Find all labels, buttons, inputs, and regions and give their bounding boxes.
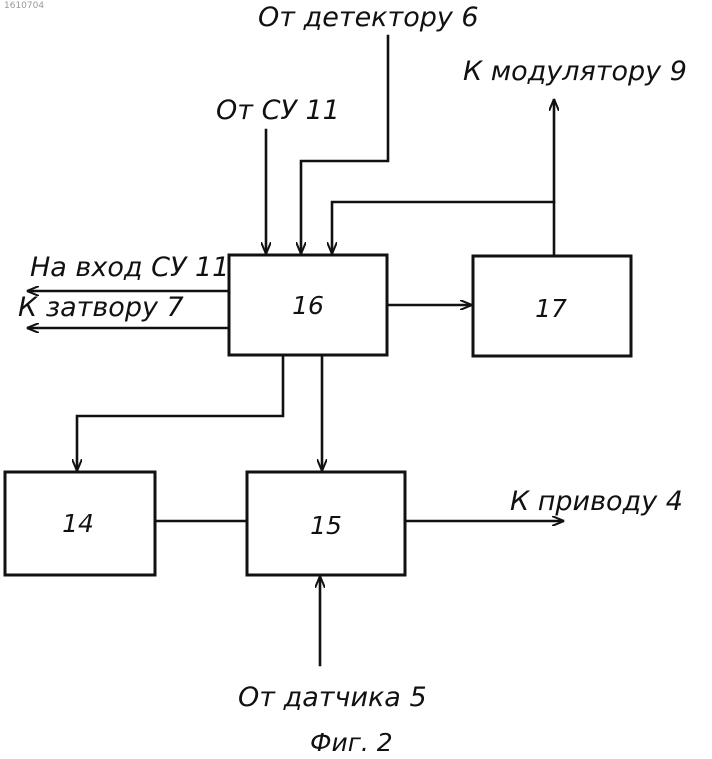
block-14-number: 14	[62, 509, 94, 538]
block-17-number: 17	[535, 294, 567, 323]
block-15-number: 15	[310, 511, 342, 540]
figure-caption: Фиг. 2	[310, 728, 393, 757]
block-16-number: 16	[292, 291, 324, 320]
arrow-from-detector	[301, 36, 388, 253]
label-to-su-input: На вход СУ 11	[30, 252, 229, 283]
document-number: 1610704	[4, 1, 44, 11]
arrow-16-to-14	[77, 355, 283, 470]
label-from-su: От СУ 11	[216, 95, 340, 126]
label-to-modulator: К модулятору 9	[463, 56, 687, 87]
label-from-detector: От детектору 6	[258, 2, 479, 33]
label-to-shutter: К затвору 7	[18, 292, 184, 323]
arrow-feedback-17-to-16	[332, 202, 554, 253]
label-to-drive: К приводу 4	[510, 486, 683, 517]
label-from-sensor: От датчика 5	[238, 682, 427, 713]
